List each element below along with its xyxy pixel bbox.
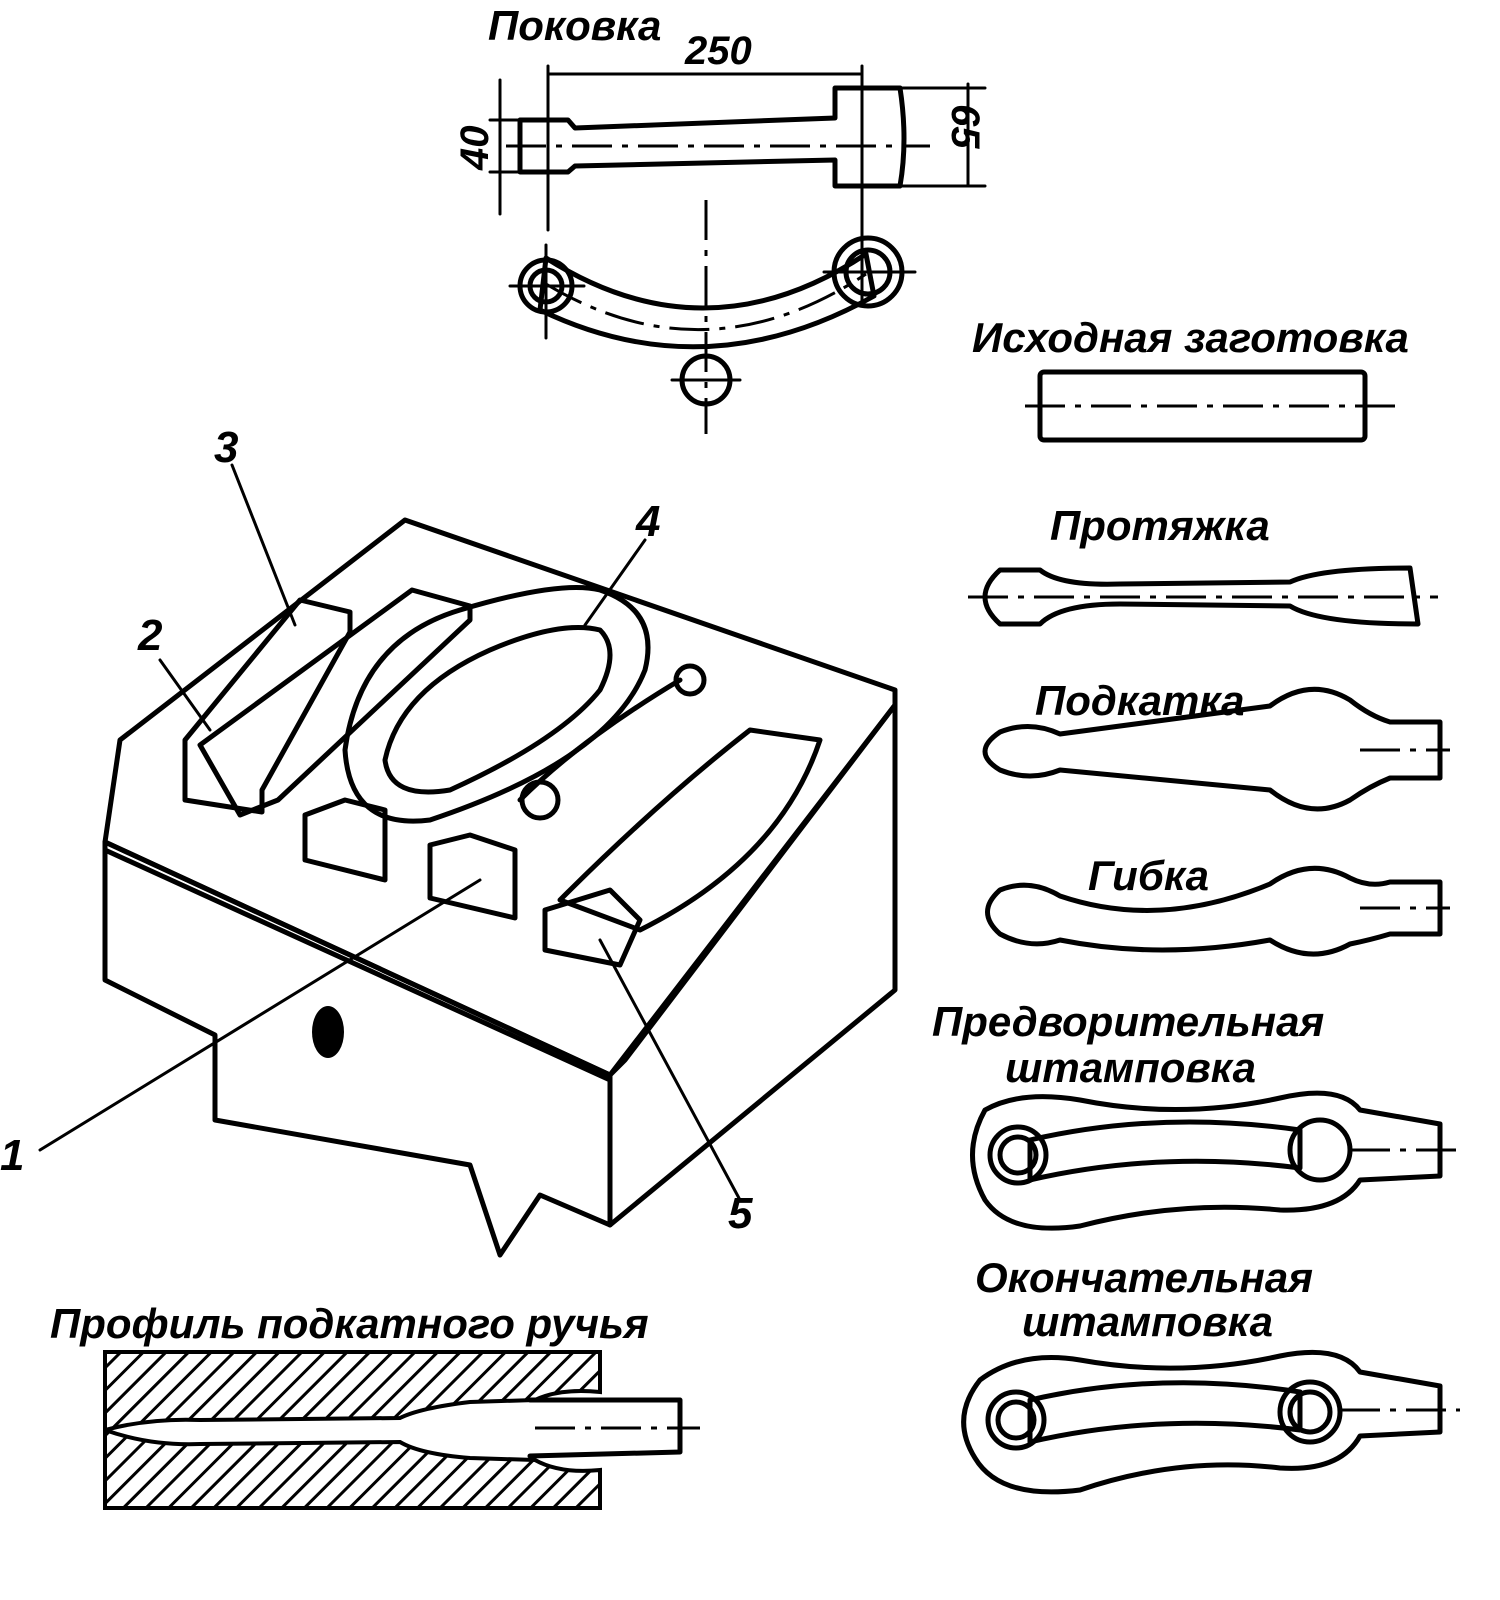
stage-6-right-eye xyxy=(1277,1379,1343,1445)
profile-upper-die xyxy=(103,1350,602,1433)
rolling-profile: Профиль подкатного ручья xyxy=(50,1300,700,1510)
bending-stop xyxy=(542,887,643,968)
forging-plan-view xyxy=(537,251,877,350)
callout-2: 2 xyxy=(137,611,163,660)
stage-6-right-eye-hole xyxy=(1287,1389,1333,1435)
callout-4: 4 xyxy=(635,497,660,546)
stage-3-shape xyxy=(982,686,1443,812)
finishing-impression-eye xyxy=(673,663,707,697)
die-front-face xyxy=(102,839,613,1258)
profile-stock-end xyxy=(527,1397,683,1459)
stage-5-label-line1: Предворительная xyxy=(932,998,1324,1045)
stage-6-label-line2: штамповка xyxy=(1022,1298,1273,1345)
finishing-impression-eye-small xyxy=(519,779,561,821)
stage-4-shape xyxy=(985,865,1443,957)
rolling-impression-inner xyxy=(382,625,613,795)
forging-title: Поковка xyxy=(488,2,661,49)
stage-6-flash-outline xyxy=(961,1349,1443,1495)
stage-6-left-eye-hole xyxy=(995,1399,1037,1441)
die-block: 1 2 3 4 5 xyxy=(0,423,898,1258)
profile-title: Профиль подкатного ручья xyxy=(50,1300,649,1347)
stage-2-label: Протяжка xyxy=(1050,502,1270,549)
forging-drawing: Поковка 250 40 65 xyxy=(453,2,987,434)
stage-5-left-eye xyxy=(987,1124,1049,1186)
stage-1-label: Исходная заготовка xyxy=(972,314,1409,361)
stage-5-web xyxy=(1027,1119,1303,1183)
forging-plan-axis xyxy=(545,272,867,332)
forging-side-view xyxy=(517,85,907,189)
stage-5-flash-outline xyxy=(970,1090,1443,1231)
die-top-face xyxy=(102,517,898,1078)
fullering-impression xyxy=(182,597,353,815)
callout-leader-1 xyxy=(38,878,482,1152)
finishing-impression-channel xyxy=(517,677,683,803)
die-notch-right xyxy=(427,832,518,921)
stage-3-label: Подкатка xyxy=(1035,677,1245,724)
callout-1: 1 xyxy=(0,1131,24,1180)
rolling-impression-outer xyxy=(342,585,651,824)
stage-6-label-line1: Окончательная xyxy=(975,1254,1313,1301)
stage-5-label-line2: штамповка xyxy=(1005,1044,1256,1091)
callout-leader-4 xyxy=(583,538,647,627)
callout-3: 3 xyxy=(214,423,238,472)
stages-column: Исходная заготовка Протяжка Подкатка Гиб… xyxy=(932,314,1460,1495)
callout-leader-2 xyxy=(158,658,212,732)
profile-lower-die xyxy=(103,1427,602,1510)
drawing-impression xyxy=(197,587,473,818)
stage-6-left-eye xyxy=(985,1389,1047,1451)
bending-impression xyxy=(557,727,823,933)
dimension-right-height-label: 65 xyxy=(943,104,987,149)
stage-5-left-eye-hole xyxy=(997,1134,1039,1176)
stage-6-web xyxy=(1027,1380,1303,1445)
stage-4-label: Гибка xyxy=(1088,852,1209,899)
dimension-left-height-label: 40 xyxy=(453,126,497,172)
die-notch-left xyxy=(302,797,388,883)
callout-5: 5 xyxy=(728,1189,753,1238)
die-mounting-hole xyxy=(312,1006,344,1058)
callout-leader-5 xyxy=(598,938,742,1202)
dimension-length-label: 250 xyxy=(684,29,752,73)
die-parting-line xyxy=(102,847,613,1083)
stage-2-shape xyxy=(982,565,1421,627)
die-side-face xyxy=(607,702,898,1228)
callout-leader-3 xyxy=(230,463,297,627)
